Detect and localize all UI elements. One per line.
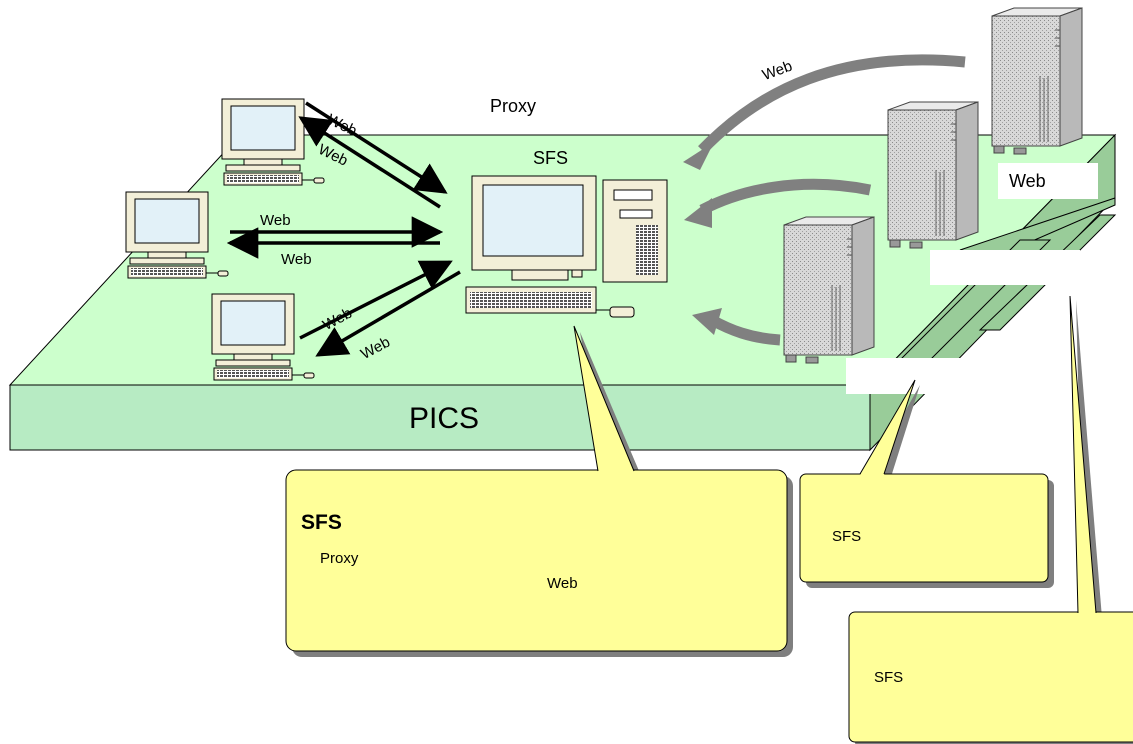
web-fetch-arrowheads [683, 142, 722, 335]
pics-label: PICS [409, 402, 480, 435]
callout-main-line1: Proxy [320, 550, 359, 567]
sfs-proxy-computer [465, 175, 668, 318]
web-servers-label: Web [1009, 171, 1046, 191]
proxy-label: Proxy [490, 96, 537, 116]
sfs-server-label: SFS [533, 148, 569, 168]
web-label-box [998, 163, 1098, 199]
sfs-callout-right-top [799, 379, 1054, 588]
callout-right-top-text: SFS [832, 528, 862, 545]
callout-main-line2: Web [547, 575, 578, 592]
arrow-label-web-2a: Web [260, 212, 291, 229]
blank-label-box-2 [846, 358, 1082, 394]
web-traffic-arrows [226, 101, 461, 357]
callout-right-bottom-text: SFS [874, 669, 904, 686]
sfs-callout-main [285, 325, 793, 657]
callout-main-title: SFS [301, 511, 342, 534]
arrow-label-web-2b: Web [281, 251, 312, 268]
web-server-3 [783, 216, 875, 364]
blank-label-box-1 [930, 250, 1080, 285]
web-server-1 [991, 7, 1083, 155]
web-server-2 [887, 101, 979, 249]
sfs-callout-right-bottom [848, 295, 1133, 744]
